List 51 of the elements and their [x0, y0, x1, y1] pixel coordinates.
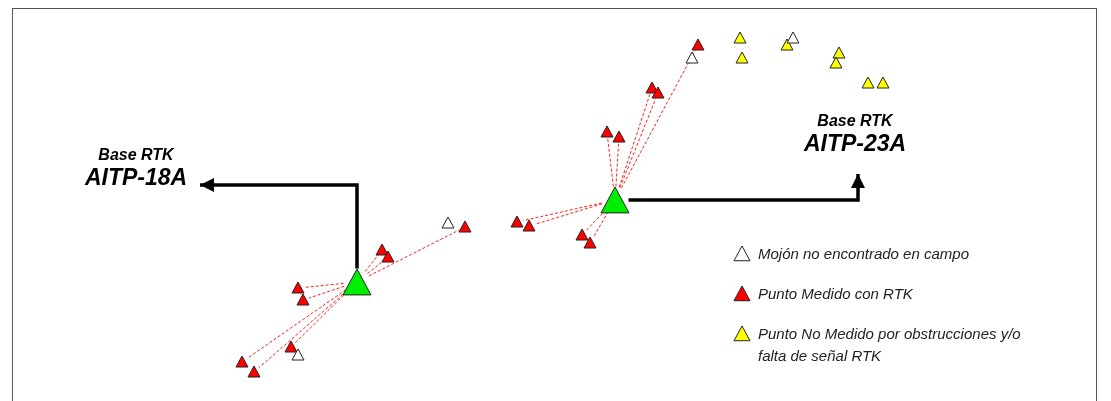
arrow: [628, 174, 865, 202]
point-marker: [510, 215, 524, 229]
dashed-line: [308, 285, 345, 299]
point-marker: [575, 228, 589, 242]
dashed-line: [619, 98, 657, 188]
point-marker: [235, 355, 249, 369]
legend-label: Punto No Medido por obstrucciones y/o falta de señal RTK: [758, 324, 1022, 366]
point-marker: [735, 51, 749, 65]
point-marker: [733, 31, 747, 45]
point-marker: [685, 51, 699, 65]
station-label: AITP-23A: [802, 130, 908, 157]
caption-text: Base RTK: [816, 112, 894, 130]
legend-label: Punto Medido con RTK: [758, 284, 914, 304]
point-marker: [780, 38, 794, 52]
point-marker: [876, 76, 890, 90]
point-marker: [651, 86, 665, 100]
point-marker: [381, 250, 395, 264]
point-marker: [441, 216, 455, 230]
point-marker: [458, 220, 472, 234]
base-station-marker: [342, 268, 372, 296]
dashed-line: [303, 282, 345, 288]
point-marker: [612, 130, 626, 144]
point-marker: [829, 56, 843, 70]
dashed-line: [522, 202, 603, 222]
point-marker: [691, 38, 705, 52]
point-marker: [296, 293, 310, 307]
point-marker: [522, 219, 536, 233]
dashed-line: [364, 254, 379, 272]
dashed-line: [367, 260, 384, 274]
point-marker: [291, 281, 305, 295]
point-marker: [284, 340, 298, 354]
legend-label: Mojón no encontrado en campo: [758, 244, 970, 264]
point-marker: [375, 243, 389, 257]
station-label: AITP-18A: [83, 164, 189, 191]
point-marker: [832, 46, 846, 60]
dashed-line: [368, 229, 460, 277]
point-marker: [861, 76, 875, 90]
dashed-line: [534, 203, 603, 225]
arrow: [200, 178, 359, 269]
point-marker: [645, 81, 659, 95]
dashed-line: [246, 289, 347, 359]
dashed-line: [615, 142, 620, 187]
point-marker: [291, 348, 305, 362]
dashed-line: [618, 93, 651, 188]
point-marker: [247, 365, 261, 379]
base-station-marker: [600, 186, 630, 214]
caption-text: Base RTK: [97, 146, 175, 164]
point-marker: [600, 125, 614, 139]
point-marker: [583, 236, 597, 250]
dashed-line: [607, 137, 614, 188]
point-marker: [786, 31, 800, 45]
